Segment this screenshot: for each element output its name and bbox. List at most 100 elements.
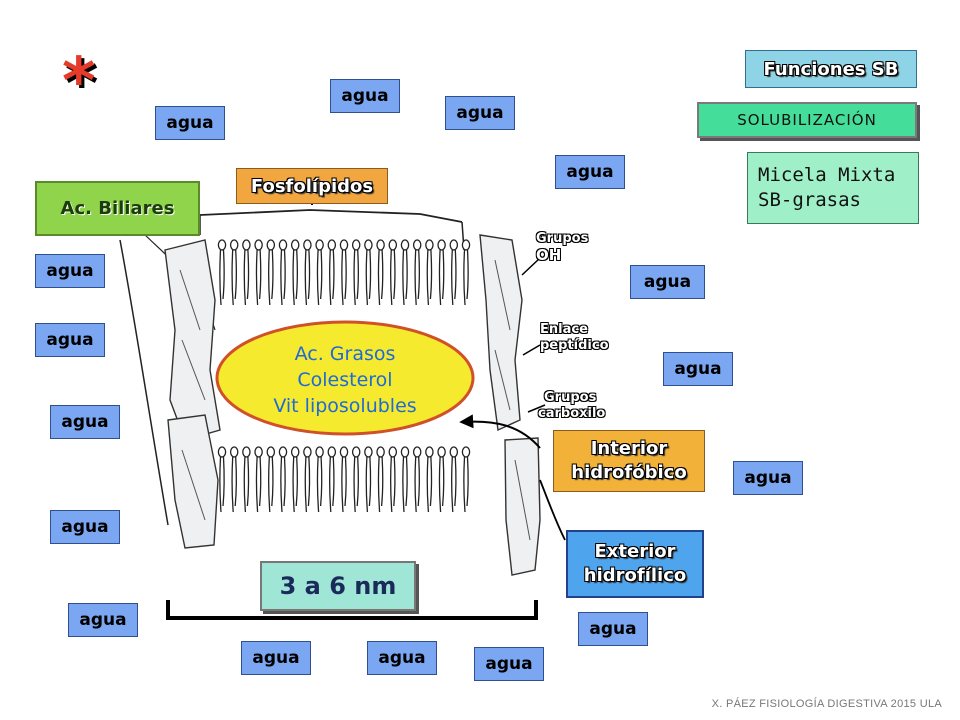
phospholipid-head (303, 239, 312, 251)
agua-box: agua (630, 265, 705, 299)
phospholipid-head (254, 446, 263, 458)
phospholipid-tail (463, 249, 466, 306)
phospholipid-tail (246, 456, 250, 507)
core-line-3: Vit liposolubles (273, 395, 417, 417)
exterior-hidrofilico-box: Exterior hidrofílico (566, 530, 704, 598)
phospholipid-tail (414, 249, 417, 306)
agua-box: agua (445, 96, 515, 130)
phospholipid-head (425, 446, 434, 458)
phospholipid-tail (268, 249, 271, 306)
agua-box: agua (50, 405, 120, 439)
phospholipid-head (412, 239, 422, 251)
upper-phospholipids (217, 239, 471, 306)
solubilizacion-label: SOLUBILIZACIÓN (737, 111, 877, 129)
phospholipid-tail (231, 249, 234, 306)
agua-box: agua (555, 155, 625, 189)
micela-mixta-box: Micela Mixta SB-grasas (747, 152, 919, 224)
phospholipid-tail (390, 456, 393, 513)
phospholipid-head (327, 239, 337, 251)
phospholipid-head (449, 446, 459, 458)
phospholipid-tail (356, 249, 359, 300)
enlace-peptidico-label: Enlace peptídico (540, 322, 609, 354)
phospholipid-head (364, 446, 373, 458)
agua-label: agua (79, 610, 127, 630)
phospholipid-head (351, 239, 361, 251)
phospholipid-head (327, 446, 337, 458)
phospholipid-tail (243, 249, 247, 306)
fosfolipidos-box: Fosfolípidos (236, 168, 388, 204)
interior-hidrofobico-box: Interior hidrofóbico (553, 430, 705, 492)
agua-label: agua (61, 412, 109, 432)
phospholipid-tail (222, 249, 225, 300)
phospholipid-tail (255, 249, 259, 306)
agua-label: agua (252, 648, 300, 668)
phospholipid-tail (280, 249, 283, 306)
phospholipid-tail (304, 456, 308, 513)
phospholipid-head (400, 446, 410, 458)
agua-box: agua (578, 612, 648, 646)
phospholipid-head (339, 446, 349, 458)
phospholipid-head (449, 239, 459, 251)
agua-label: agua (643, 272, 692, 292)
phospholipid-tail (417, 249, 420, 300)
phospholipid-tail (393, 456, 396, 507)
core-ellipse (215, 320, 475, 436)
phospholipid-tail (222, 456, 225, 507)
micela-line-1: Micela Mixta (758, 164, 896, 186)
phospholipid-head (364, 239, 373, 251)
phospholipid-head (266, 239, 276, 251)
ac-biliares-label: Ac. Biliares (60, 198, 175, 219)
phospholipid-tail (271, 456, 274, 507)
phospholipid-tail (319, 456, 323, 507)
phospholipid-head (388, 446, 398, 458)
exterior-line-2: hidrofílico (583, 565, 687, 586)
funciones-sb-label: Funciones SB (763, 58, 899, 80)
agua-label: agua (166, 113, 214, 133)
phospholipid-tail (319, 249, 323, 300)
phospholipid-tail (258, 456, 262, 507)
phospholipid-head (242, 239, 251, 251)
phospholipid-head (242, 446, 251, 458)
core-line-2: Colesterol (297, 369, 393, 391)
phospholipid-tail (451, 249, 454, 306)
phospholipid-tail (344, 456, 347, 507)
agua-box: agua (663, 352, 733, 386)
phospholipid-tail (380, 456, 384, 507)
phospholipid-tail (219, 456, 222, 513)
carboxilo-line-2: carboxilo (538, 406, 606, 421)
phospholipid-tail (316, 249, 320, 306)
phospholipid-tail (353, 249, 356, 306)
phospholipid-head (229, 239, 239, 251)
agua-label: agua (485, 654, 533, 674)
phospholipid-tail (438, 249, 442, 306)
phospholipid-tail (280, 456, 283, 513)
enlace-line-1: Enlace (540, 322, 588, 337)
phospholipid-head (339, 239, 349, 251)
core-text: Ac. Grasos Colesterol Vit liposolubles (230, 338, 460, 422)
phospholipid-tail (353, 456, 356, 513)
phospholipid-tail (438, 456, 442, 513)
phospholipid-head (376, 239, 385, 251)
phospholipid-tail (405, 249, 408, 300)
phospholipid-tail (255, 456, 259, 513)
phospholipid-tail (441, 249, 445, 300)
grupos-oh-line-2: OH (536, 246, 562, 264)
phospholipid-tail (231, 456, 234, 513)
phospholipid-tail (429, 249, 433, 300)
agua-label: agua (566, 162, 614, 182)
phospholipid-tail (316, 456, 320, 513)
phospholipid-head (376, 446, 385, 458)
phospholipid-tail (365, 249, 369, 306)
phospholipid-tail (377, 249, 381, 306)
phospholipid-tail (283, 456, 286, 507)
agua-box: agua (35, 323, 105, 357)
phospholipid-tail (377, 456, 381, 513)
phospholipid-tail (307, 456, 311, 507)
agua-box: agua (50, 510, 120, 544)
phospholipid-head (315, 446, 324, 458)
agua-box: agua (733, 461, 803, 495)
funciones-sb-box: Funciones SB (745, 50, 917, 88)
agua-box: agua (367, 641, 437, 675)
phospholipid-head (290, 446, 300, 458)
phospholipid-tail (441, 456, 445, 507)
